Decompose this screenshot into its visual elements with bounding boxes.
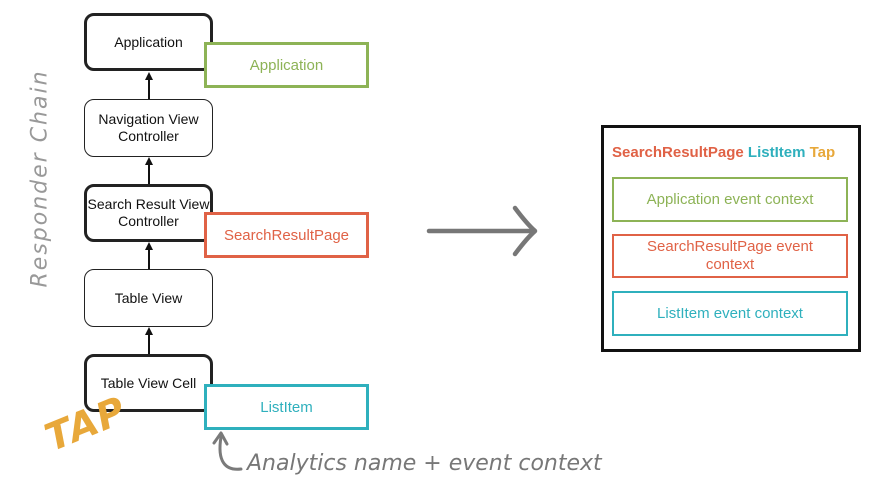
responder-chain-label: Responder Chain: [27, 69, 53, 288]
event-name-title: SearchResultPage ListItem Tap: [612, 144, 835, 161]
application-event-context: Application event context: [612, 177, 848, 222]
arrow-head-search-to-nav: [145, 157, 153, 165]
search-result-page-tag-label: SearchResultPage: [223, 226, 350, 244]
event-name-item: ListItem: [747, 144, 806, 161]
list-item-event-context: ListItem event context: [612, 291, 848, 336]
search-result-page-event-context-label: SearchResultPage event context: [647, 238, 813, 273]
arrow-search-to-nav: [148, 165, 150, 184]
application-box: Application: [84, 13, 213, 71]
arrow-table-to-search: [148, 250, 150, 269]
application-event-context-label: Application event context: [646, 191, 814, 208]
search-result-view-controller-label: Search Result View Controller: [87, 196, 210, 229]
search-result-page-event-context: SearchResultPage event context: [612, 234, 848, 278]
application-box-label: Application: [114, 33, 183, 50]
arrow-nav-to-app: [148, 80, 150, 99]
application-tag-label: Application: [249, 56, 324, 74]
application-tag: Application: [204, 42, 369, 88]
search-result-view-controller-box: Search Result View Controller: [84, 184, 213, 242]
list-item-tag: ListItem: [204, 384, 369, 430]
arrow-head-nav-to-app: [145, 72, 153, 80]
table-view-cell-box: Table View Cell: [84, 354, 213, 412]
curved-arrow-icon: [212, 431, 243, 471]
search-result-page-tag: SearchResultPage: [204, 212, 369, 258]
navigation-view-controller-box: Navigation View Controller: [84, 99, 213, 157]
right-arrow-icon: [426, 205, 538, 257]
list-item-event-context-label: ListItem event context: [657, 305, 803, 322]
event-name-page: SearchResultPage: [612, 144, 744, 161]
arrow-head-cell-to-table: [145, 327, 153, 335]
table-view-cell-label: Table View Cell: [100, 374, 197, 391]
table-view-label: Table View: [114, 289, 183, 306]
event-name-action: Tap: [809, 144, 836, 161]
navigation-view-controller-label: Navigation View Controller: [98, 111, 199, 144]
arrow-head-table-to-search: [145, 242, 153, 250]
list-item-tag-label: ListItem: [260, 398, 313, 416]
arrow-cell-to-table: [148, 335, 150, 354]
table-view-box: Table View: [84, 269, 213, 327]
analytics-footnote: Analytics name + event context: [247, 451, 602, 476]
